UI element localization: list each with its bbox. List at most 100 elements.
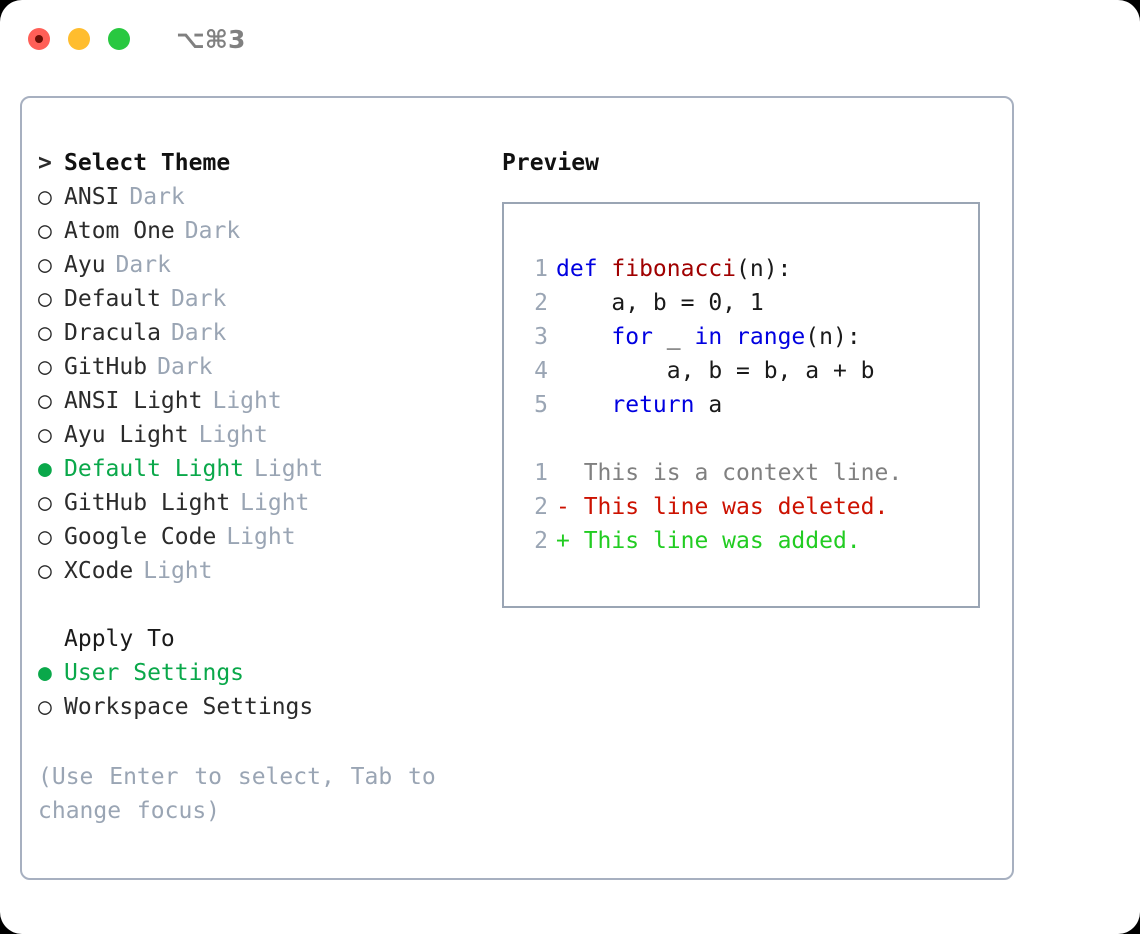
code-token: [722, 324, 736, 350]
code-line: 4 a, b = b, a + b: [522, 354, 978, 388]
apply-to-title: Apply To: [64, 626, 175, 652]
theme-list-item[interactable]: ○ Atom One Dark: [38, 214, 488, 248]
apply-to-bullet-placeholder: ○: [38, 622, 64, 656]
radio-unselected-icon: ○: [38, 320, 52, 346]
select-theme-heading: > Select Theme: [38, 146, 488, 180]
theme-name: Atom One: [64, 218, 175, 244]
diff-line: 1 This is a context line.: [522, 456, 978, 490]
diff-text: This line was added.: [583, 528, 861, 554]
code-token: _: [652, 324, 695, 350]
apply-to-item[interactable]: ○ Workspace Settings: [38, 690, 488, 724]
theme-category-tag: Dark: [129, 184, 185, 210]
preview-title: Preview: [502, 150, 599, 176]
apply-to-label: Workspace Settings: [64, 694, 314, 720]
code-token: [556, 324, 611, 350]
code-token: a: [694, 392, 723, 418]
diff-marker: +: [556, 528, 584, 554]
keyboard-hint: (Use Enter to select, Tab to change focu…: [38, 764, 436, 824]
code-token: a, b = 0, 1: [556, 290, 764, 316]
theme-name: GitHub: [64, 354, 148, 380]
theme-category-tag: Dark: [184, 218, 241, 244]
diff-line: 2 + This line was added.: [522, 524, 978, 558]
diff-line: 2- This line was deleted.: [522, 490, 978, 524]
code-token: a, b = b, a + b: [556, 358, 875, 384]
line-number: 2: [534, 290, 548, 316]
radio-unselected-icon: ○: [38, 354, 52, 380]
diff-text: This is a context line.: [583, 460, 903, 486]
theme-category-tag: Dark: [170, 320, 227, 346]
apply-to-list: ● User Settings ○ Workspace Settings: [38, 656, 488, 724]
theme-name: Ayu: [64, 252, 106, 278]
theme-category-tag: Light: [254, 456, 324, 482]
theme-category-tag: Light: [143, 558, 213, 584]
title-bar: ⌥⌘3: [0, 0, 1140, 78]
line-number: 2: [534, 528, 548, 554]
code-line: 1 def fibonacci(n):: [522, 252, 978, 286]
code-token: (n):: [805, 324, 861, 350]
theme-category-tag: Dark: [115, 252, 171, 278]
radio-unselected-icon: ○: [38, 286, 52, 312]
apply-to-heading: ○Apply To: [38, 622, 488, 656]
theme-category-tag: Light: [226, 524, 296, 550]
line-number: 3: [534, 324, 548, 350]
diff-marker: [556, 460, 584, 486]
theme-list-item[interactable]: ○ Dracula Dark: [38, 316, 488, 350]
theme-list-item[interactable]: ○ GitHub Dark: [38, 350, 488, 384]
radio-selected-icon: ●: [38, 456, 52, 482]
code-line: 2 a, b = 0, 1: [522, 286, 978, 320]
line-number: 2: [534, 494, 548, 520]
code-token: return: [611, 392, 695, 418]
code-token: [556, 392, 611, 418]
line-number: 1: [534, 256, 548, 282]
theme-list-item[interactable]: ○ Ayu Dark: [38, 248, 488, 282]
radio-selected-icon: ●: [38, 660, 52, 686]
code-diff-spacer: [522, 422, 978, 456]
theme-name: Ayu Light: [64, 422, 189, 448]
theme-category-tag: Light: [212, 388, 282, 414]
apply-to-item[interactable]: ● User Settings: [38, 656, 488, 690]
theme-category-tag: Dark: [157, 354, 213, 380]
code-token: (n):: [736, 256, 792, 282]
code-token: for: [611, 324, 653, 350]
theme-name: XCode: [64, 558, 134, 584]
radio-unselected-icon: ○: [38, 184, 52, 210]
theme-category-tag: Light: [240, 490, 310, 516]
close-button[interactable]: [28, 28, 50, 50]
code-token: fibonacci: [611, 256, 737, 282]
list-spacer: [38, 588, 488, 622]
minimize-button[interactable]: [68, 28, 90, 50]
radio-unselected-icon: ○: [38, 252, 52, 278]
zoom-button[interactable]: [108, 28, 130, 50]
code-token: range: [736, 324, 806, 350]
line-number: 5: [534, 392, 548, 418]
line-number: 4: [534, 358, 548, 384]
apply-to-label: User Settings: [64, 660, 245, 686]
radio-unselected-icon: ○: [38, 490, 52, 516]
radio-unselected-icon: ○: [38, 388, 52, 414]
prompt-caret-icon: >: [38, 150, 52, 176]
diff-sample: 1 This is a context line.2- This line wa…: [522, 456, 978, 558]
select-theme-heading-label: Select Theme: [64, 150, 231, 176]
radio-unselected-icon: ○: [38, 218, 52, 244]
radio-unselected-icon: ○: [38, 694, 52, 720]
code-token: def: [556, 256, 612, 282]
radio-unselected-icon: ○: [38, 422, 52, 448]
code-line: 5 return a: [522, 388, 978, 422]
line-number: 1: [534, 460, 548, 486]
theme-name: Dracula: [64, 320, 161, 346]
